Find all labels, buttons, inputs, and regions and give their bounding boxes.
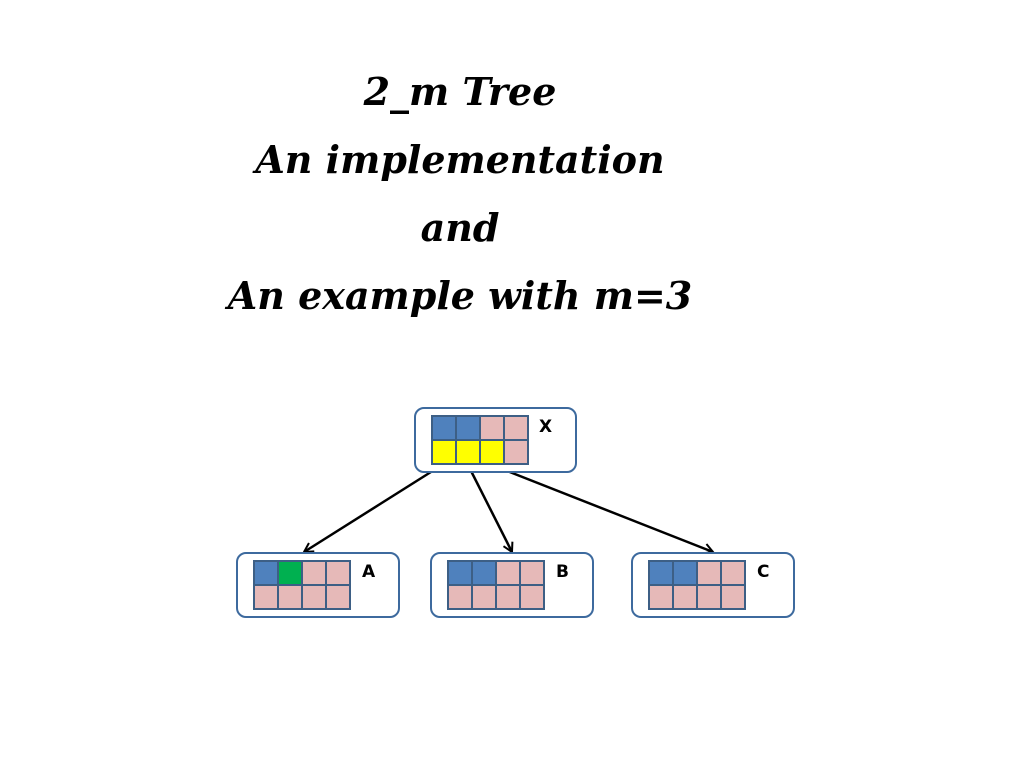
node-cell-used-key: [649, 561, 673, 585]
node-cell-highlight: [278, 561, 302, 585]
edge-x-to-a: [304, 463, 443, 552]
node-cell-free-slot: [472, 585, 496, 609]
node-cell-free-slot: [302, 585, 326, 609]
node-cell-free-slot: [520, 561, 544, 585]
node-cell-free-slot: [504, 416, 528, 440]
node-cell-free-slot: [448, 585, 472, 609]
node-cell-free-slot: [480, 416, 504, 440]
node-cell-used-key: [456, 416, 480, 440]
node-cell-used-key: [472, 561, 496, 585]
node-cell-child-pointer: [432, 440, 456, 464]
title-line-1: 2_m Tree: [363, 69, 557, 114]
node-cell-free-slot: [673, 585, 697, 609]
node-cell-child-pointer: [456, 440, 480, 464]
node-cell-free-slot: [721, 585, 745, 609]
node-cell-free-slot: [496, 561, 520, 585]
child-b-grid: [447, 560, 545, 610]
node-cell-used-key: [254, 561, 278, 585]
title-line-2: An implementation: [255, 137, 665, 182]
root-node-grid: [431, 415, 529, 465]
node-cell-free-slot: [649, 585, 673, 609]
node-cell-free-slot: [520, 585, 544, 609]
node-cell-free-slot: [496, 585, 520, 609]
title-line-3: and: [420, 205, 500, 250]
child-node-b: B: [430, 552, 594, 618]
root-node-label: X: [539, 417, 553, 437]
node-cell-free-slot: [697, 585, 721, 609]
child-a-label: A: [362, 562, 376, 582]
slide-title: 2_m Tree An implementation and An exampl…: [0, 58, 920, 330]
child-a-grid: [253, 560, 351, 610]
edge-x-to-c: [491, 463, 713, 552]
child-node-a: A: [236, 552, 400, 618]
root-node-x: X: [414, 407, 577, 473]
title-line-4: An example with m=3: [227, 273, 693, 318]
node-cell-child-pointer: [480, 440, 504, 464]
node-cell-used-key: [448, 561, 472, 585]
edge-x-to-b: [466, 464, 512, 552]
node-cell-free-slot: [302, 561, 326, 585]
child-b-label: B: [556, 562, 569, 582]
node-cell-used-key: [432, 416, 456, 440]
child-c-label: C: [757, 562, 770, 582]
node-cell-free-slot: [278, 585, 302, 609]
child-c-grid: [648, 560, 746, 610]
node-cell-free-slot: [326, 561, 350, 585]
node-cell-free-slot: [697, 561, 721, 585]
node-cell-free-slot: [504, 440, 528, 464]
node-cell-free-slot: [326, 585, 350, 609]
node-cell-free-slot: [721, 561, 745, 585]
child-node-c: C: [631, 552, 795, 618]
node-cell-used-key: [673, 561, 697, 585]
node-cell-free-slot: [254, 585, 278, 609]
